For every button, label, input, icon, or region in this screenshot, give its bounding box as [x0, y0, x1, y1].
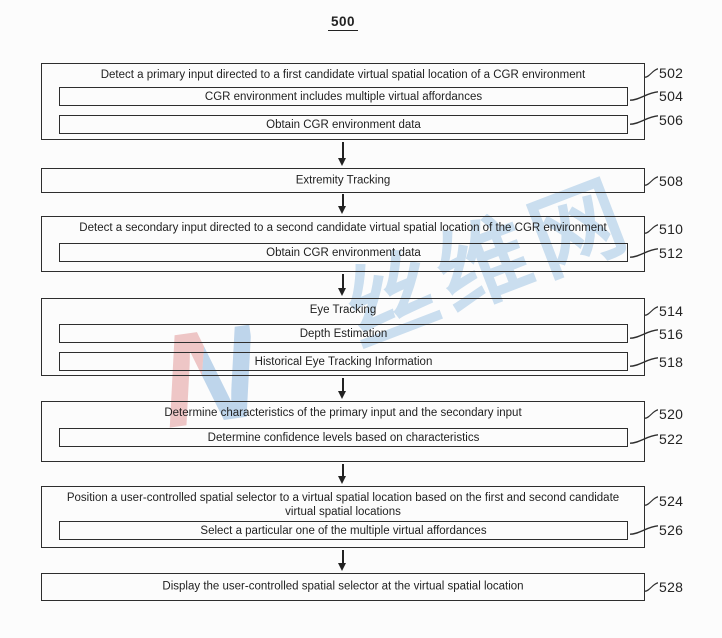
step-box-514: Eye Tracking Depth Estimation Historical… — [41, 298, 645, 376]
substep-box-522: Determine confidence levels based on cha… — [59, 428, 628, 447]
leader-line-icon — [630, 525, 658, 535]
flow-arrow-1 — [338, 142, 347, 166]
flow-arrow-3 — [338, 274, 347, 296]
arrow-shaft — [341, 464, 344, 477]
ref-number-512: 512 — [630, 244, 683, 260]
leader-line-icon — [645, 224, 658, 234]
ref-number-514: 514 — [645, 302, 683, 318]
leader-line-icon — [630, 434, 658, 444]
flow-arrow-4 — [338, 378, 347, 399]
step-title-520: Determine characteristics of the primary… — [164, 407, 522, 419]
ref-label: 502 — [659, 65, 684, 81]
leader-line-icon — [645, 582, 658, 592]
arrow-shaft — [341, 274, 344, 289]
step-box-528: Display the user-controlled spatial sele… — [41, 573, 645, 601]
substep-box-504: CGR environment includes multiple virtua… — [59, 87, 628, 106]
ref-label: 520 — [659, 406, 684, 422]
step-box-502: Detect a primary input directed to a fir… — [41, 63, 645, 140]
leader-line-icon — [630, 357, 658, 367]
ref-label: 508 — [659, 173, 684, 189]
leader-line-icon — [645, 409, 658, 419]
ref-label: 516 — [659, 326, 684, 342]
ref-number-524: 524 — [645, 492, 683, 508]
ref-label: 522 — [659, 431, 684, 447]
step-title-514: Eye Tracking — [309, 304, 377, 316]
arrow-head-icon — [338, 563, 346, 571]
ref-label: 514 — [659, 303, 684, 319]
ref-number-518: 518 — [630, 353, 683, 369]
arrow-shaft — [341, 378, 344, 392]
step-title-508: Extremity Tracking — [295, 173, 391, 186]
step-box-524: Position a user-controlled spatial selec… — [41, 486, 645, 548]
substep-box-518: Historical Eye Tracking Information — [59, 352, 628, 371]
substep-box-516: Depth Estimation — [59, 324, 628, 343]
leader-line-icon — [630, 115, 658, 125]
leader-line-icon — [630, 248, 658, 258]
ref-label: 528 — [659, 579, 684, 595]
substep-box-512: Obtain CGR environment data — [59, 243, 628, 262]
substep-box-506: Obtain CGR environment data — [59, 115, 628, 134]
ref-number-526: 526 — [630, 521, 683, 537]
ref-label: 524 — [659, 493, 684, 509]
step-box-508: Extremity Tracking — [41, 168, 645, 193]
leader-line-icon — [630, 329, 658, 339]
figure-number-label: 500 — [327, 14, 359, 31]
step-title-510: Detect a secondary input directed to a s… — [79, 222, 607, 234]
ref-number-506: 506 — [630, 111, 683, 127]
leader-line-icon — [645, 176, 658, 186]
arrow-head-icon — [338, 288, 346, 296]
figure-number: 500 — [41, 13, 645, 31]
substep-box-526: Select a particular one of the multiple … — [59, 521, 628, 540]
leader-line-icon — [645, 306, 658, 316]
arrow-head-icon — [338, 206, 346, 214]
ref-label: 506 — [659, 112, 684, 128]
ref-number-508: 508 — [645, 172, 683, 188]
ref-number-504: 504 — [630, 87, 683, 103]
arrow-shaft — [341, 194, 344, 207]
arrow-head-icon — [338, 476, 346, 484]
ref-number-502: 502 — [645, 64, 683, 80]
arrow-head-icon — [338, 391, 346, 399]
ref-label: 512 — [659, 245, 684, 261]
flow-arrow-6 — [338, 550, 347, 571]
ref-label: 518 — [659, 354, 684, 370]
flow-arrow-2 — [338, 194, 347, 214]
ref-number-520: 520 — [645, 405, 683, 421]
step-title-524: Position a user-controlled spatial selec… — [66, 492, 620, 518]
ref-number-528: 528 — [645, 578, 683, 594]
leader-line-icon — [645, 68, 658, 78]
ref-number-516: 516 — [630, 325, 683, 341]
ref-label: 510 — [659, 221, 684, 237]
arrow-head-icon — [338, 158, 346, 166]
step-title-502: Detect a primary input directed to a fir… — [100, 69, 586, 81]
arrow-shaft — [341, 550, 344, 564]
ref-number-522: 522 — [630, 430, 683, 446]
ref-label: 526 — [659, 522, 684, 538]
flow-arrow-5 — [338, 464, 347, 484]
step-box-520: Determine characteristics of the primary… — [41, 401, 645, 462]
leader-line-icon — [630, 91, 658, 101]
step-title-528: Display the user-controlled spatial sele… — [162, 580, 524, 593]
step-box-510: Detect a secondary input directed to a s… — [41, 216, 645, 272]
leader-line-icon — [645, 496, 658, 506]
ref-number-510: 510 — [645, 220, 683, 236]
arrow-shaft — [341, 142, 344, 159]
ref-label: 504 — [659, 88, 684, 104]
